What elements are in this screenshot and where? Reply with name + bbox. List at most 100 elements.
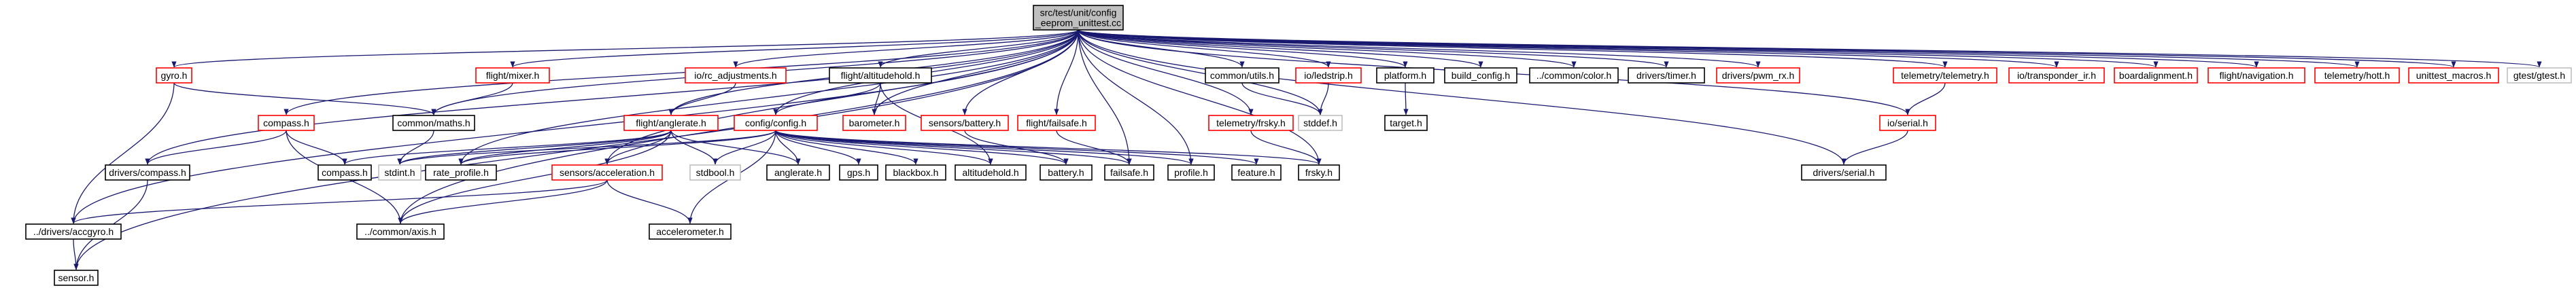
node-box	[685, 67, 787, 84]
node-unittest-macros-h[interactable]: unittest_macros.h	[2408, 67, 2499, 84]
node-sensors-acceleration-h[interactable]: sensors/acceleration.h	[551, 164, 663, 181]
node-stdint-h[interactable]: stdint.h	[378, 164, 422, 181]
edge-root-to-failsafe-h	[1078, 29, 1132, 165]
node-label: ../common/color.h	[1536, 70, 1612, 81]
edge-root-to-flight-failsafe-h	[1054, 29, 1079, 115]
node-box	[1529, 67, 1619, 84]
edge-root-to-sensors-battery-h	[962, 29, 1079, 115]
node-common-maths-h[interactable]: common/maths.h	[392, 115, 475, 131]
node-box	[1033, 5, 1124, 31]
node-box	[649, 223, 732, 240]
node-gtest-gtest-h[interactable]: gtest/gtest.h	[2507, 67, 2572, 84]
edge-root-to-drivers-pwm-rx-h	[1078, 29, 1761, 68]
edge-root-to-rate-profile-h	[458, 29, 1079, 165]
node-box	[842, 115, 906, 131]
node-compass-plain-h[interactable]: compass.h	[317, 164, 372, 181]
node-frsky-h[interactable]: frsky.h	[1298, 164, 1340, 181]
node-telemetry-frsky-h[interactable]: telemetry/frsky.h	[1208, 115, 1294, 131]
node-altitudehold-h[interactable]: altitudehold.h	[955, 164, 1027, 181]
node-box	[356, 223, 445, 240]
node-box	[551, 164, 663, 181]
node-feature-h[interactable]: feature.h	[1231, 164, 1282, 181]
node-box	[1167, 164, 1215, 181]
node-drivers-serial-h[interactable]: drivers/serial.h	[1801, 164, 1887, 181]
node-root[interactable]: src/test/unit/config_eeprom_unittest.cc	[1033, 5, 1124, 31]
edge-root-to-flight-mixer-h	[510, 29, 1079, 68]
node-rate-profile-h[interactable]: rate_profile.h	[425, 164, 497, 181]
edge-io-rc-adjustments-h-to-flight-anglerate-h	[668, 82, 736, 115]
node-label: build_config.h	[1452, 70, 1510, 81]
node-box	[392, 115, 475, 131]
node-box	[1104, 164, 1154, 181]
node-stddef-h[interactable]: stddef.h	[1298, 115, 1343, 131]
edge-sensors-acceleration-h-to-drivers-accgyro-h	[71, 179, 608, 224]
node-label: stddef.h	[1303, 117, 1337, 128]
node-telemetry-telemetry-h[interactable]: telemetry/telemetry.h	[1893, 67, 1997, 84]
node-config-config-h[interactable]: config/config.h	[734, 115, 818, 131]
edge-root-to-flight-navigation-h	[1078, 29, 2259, 68]
node-compass-h[interactable]: compass.h	[258, 115, 315, 131]
node-label: sensor.h	[58, 272, 95, 283]
node-profile-h[interactable]: profile.h	[1167, 164, 1215, 181]
node-anglerate-h[interactable]: anglerate.h	[766, 164, 830, 181]
node-label: ../drivers/accgyro.h	[33, 226, 114, 237]
node-label: stdbool.h	[696, 167, 735, 178]
node-label: target.h	[1390, 117, 1422, 128]
node-blackbox-h[interactable]: blackbox.h	[885, 164, 946, 181]
node-box	[955, 164, 1027, 181]
edge-gyro-h-to-drivers-accgyro-h	[71, 82, 175, 224]
node-stdbool-h[interactable]: stdbool.h	[689, 164, 741, 181]
node-target-h[interactable]: target.h	[1384, 115, 1428, 131]
edge-root-to-barometer-h	[872, 29, 1079, 115]
node-common-utils-h[interactable]: common/utils.h	[1205, 67, 1280, 84]
edge-flight-altitudehold-h-to-barometer-h	[872, 82, 881, 115]
node-label: drivers/timer.h	[1636, 70, 1696, 81]
node-flight-navigation-h[interactable]: flight/navigation.h	[2208, 67, 2305, 84]
node-gps-h[interactable]: gps.h	[839, 164, 878, 181]
node-label: drivers/pwm_rx.h	[1722, 70, 1795, 81]
node-gyro-h[interactable]: gyro.h	[156, 67, 192, 84]
node-sensors-battery-h[interactable]: sensors/battery.h	[921, 115, 1009, 131]
node-box	[105, 164, 190, 181]
node-box	[1879, 115, 1936, 131]
node-label: barometer.h	[849, 117, 900, 128]
node-drivers-accgyro-h[interactable]: ../drivers/accgyro.h	[25, 223, 122, 240]
edge-root-to-common-color-h	[1078, 29, 1577, 68]
node-boardalignment-h[interactable]: boardalignment.h	[2114, 67, 2198, 84]
node-build-config-h[interactable]: build_config.h	[1444, 67, 1517, 84]
node-label: compass.h	[322, 167, 368, 178]
node-io-transponder-ir-h[interactable]: io/transponder_ir.h	[2008, 67, 2105, 84]
node-flight-mixer-h[interactable]: flight/mixer.h	[475, 67, 550, 84]
edge-root-to-compass-h	[284, 29, 1079, 115]
node-label: drivers/serial.h	[1813, 167, 1874, 178]
node-box	[156, 67, 192, 84]
node-drivers-timer-h[interactable]: drivers/timer.h	[1628, 67, 1705, 84]
node-common-color-h[interactable]: ../common/color.h	[1529, 67, 1619, 84]
node-flight-altitudehold-h[interactable]: flight/altitudehold.h	[829, 67, 932, 84]
node-platform-h[interactable]: platform.h	[1376, 67, 1435, 84]
node-flight-failsafe-h[interactable]: flight/failsafe.h	[1017, 115, 1096, 131]
node-label: flight/mixer.h	[486, 70, 540, 81]
node-label: drivers/compass.h	[109, 167, 186, 178]
edge-root-to-telemetry-frsky-h	[1078, 29, 1254, 115]
node-common-axis-h[interactable]: ../common/axis.h	[356, 223, 445, 240]
node-sensor-h[interactable]: sensor.h	[54, 270, 99, 286]
node-drivers-compass-h[interactable]: drivers/compass.h	[105, 164, 190, 181]
node-io-rc-adjustments-h[interactable]: io/rc_adjustments.h	[685, 67, 787, 84]
node-box	[623, 115, 719, 131]
node-io-ledstrip-h[interactable]: io/ledstrip.h	[1295, 67, 1362, 84]
node-barometer-h[interactable]: barometer.h	[842, 115, 906, 131]
edge-root-to-drivers-compass-h	[145, 29, 1079, 165]
node-label: anglerate.h	[774, 167, 822, 178]
node-box	[1231, 164, 1282, 181]
node-flight-anglerate-h[interactable]: flight/anglerate.h	[623, 115, 719, 131]
node-battery-h[interactable]: battery.h	[1040, 164, 1093, 181]
node-drivers-pwm-rx-h[interactable]: drivers/pwm_rx.h	[1716, 67, 1800, 84]
node-accelerometer-h[interactable]: accelerometer.h	[649, 223, 732, 240]
node-telemetry-hott-h[interactable]: telemetry/hott.h	[2314, 67, 2400, 84]
edge-common-utils-h-to-stddef-h	[1241, 82, 1323, 115]
node-failsafe-h[interactable]: failsafe.h	[1104, 164, 1154, 181]
node-label: battery.h	[1048, 167, 1084, 178]
node-io-serial-h[interactable]: io/serial.h	[1879, 115, 1936, 131]
